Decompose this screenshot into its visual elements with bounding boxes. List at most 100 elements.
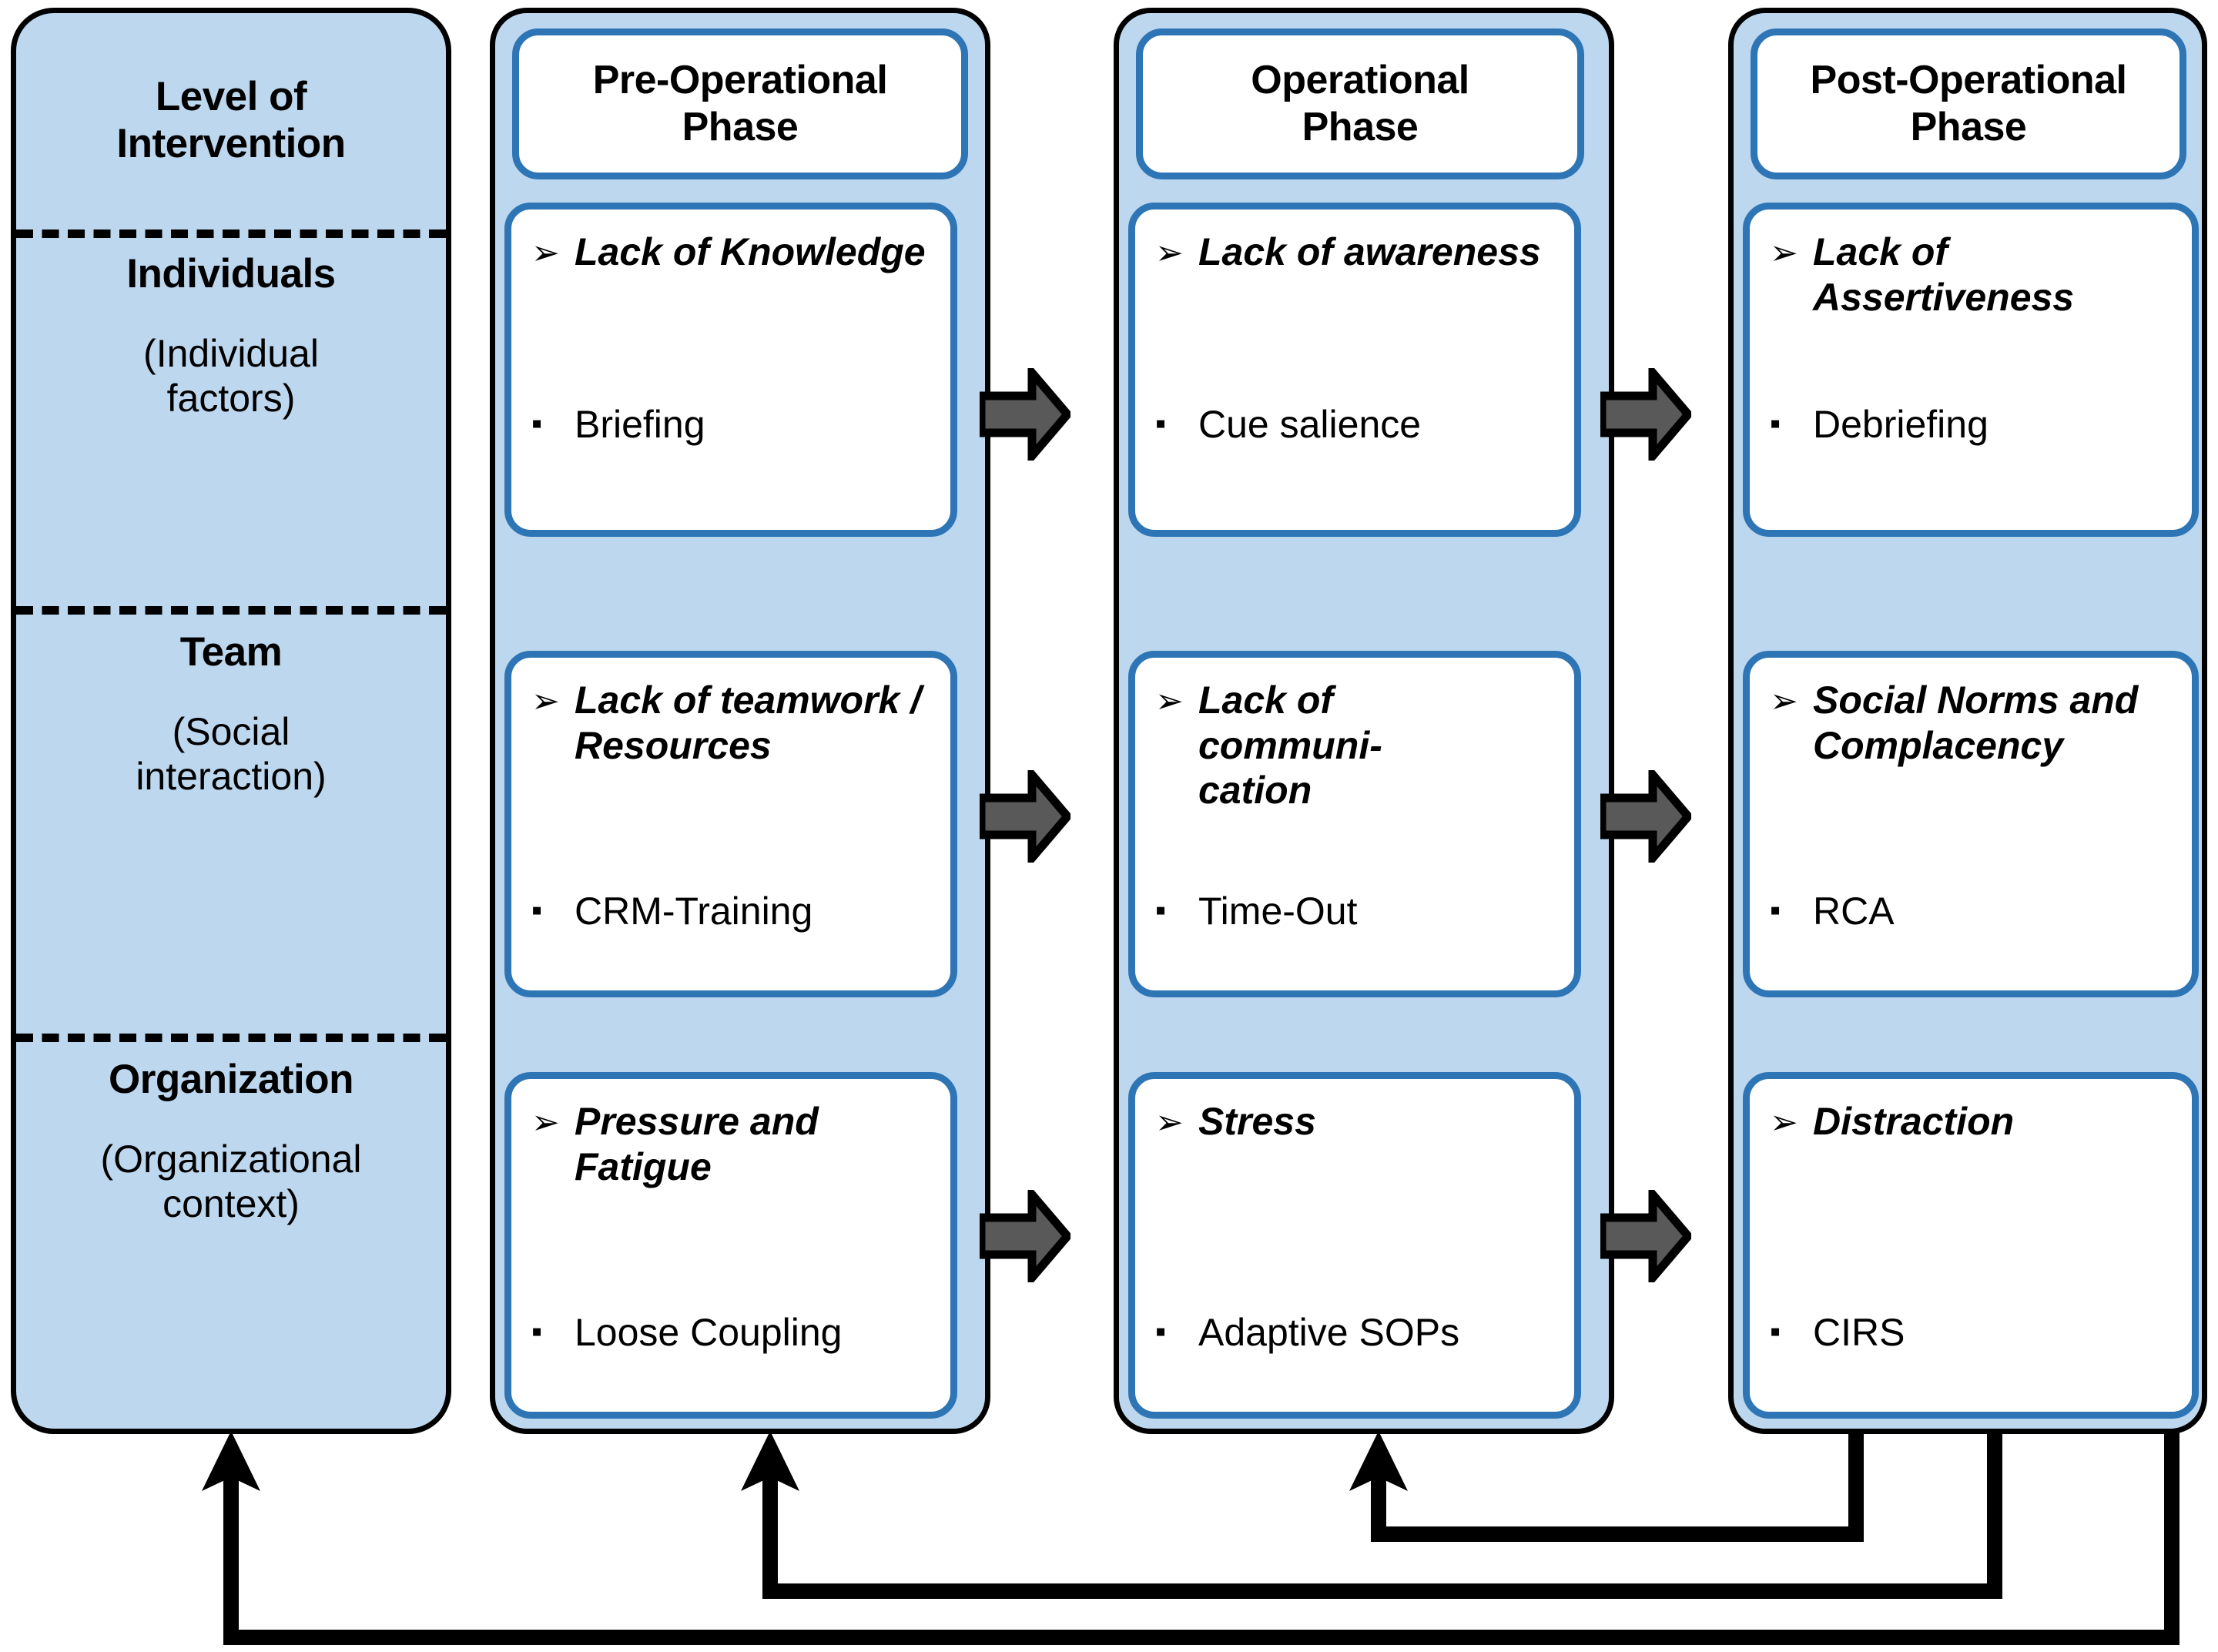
card-pre-operational-team-issue: Lack of teamwork / Resources: [575, 679, 922, 767]
issue-row: ➢ Lack of communi-cation: [1155, 678, 1557, 813]
measure-square-bullet-icon: ▪: [531, 1315, 543, 1349]
feedback-loops: [0, 1417, 2218, 1652]
measure-square-bullet-icon: ▪: [1155, 893, 1167, 927]
phase-header-pre-operational-line1: Pre-Operational: [592, 57, 888, 102]
card-pre-operational-organization-measure: Loose Coupling: [575, 1311, 843, 1354]
level-row-team-title: Team: [179, 629, 283, 675]
issue-row: ➢ Lack of awareness: [1155, 230, 1557, 275]
measure-square-bullet-icon: ▪: [1155, 407, 1167, 441]
phase-header-pre-operational: Pre-Operational Phase: [512, 28, 968, 179]
level-header-line1: Level of: [155, 73, 307, 119]
measure-square-bullet-icon: ▪: [1770, 407, 1781, 441]
flow-arrow-op-to-post-individuals: [1600, 368, 1691, 461]
issue-row: ➢ Lack of Assertiveness: [1770, 230, 2175, 320]
measure-square-bullet-icon: ▪: [531, 407, 543, 441]
issue-row: ➢ Social Norms and Complacency: [1770, 678, 2175, 768]
phase-header-operational-line2: Phase: [1302, 105, 1419, 149]
measure-row: ▪ Time-Out: [1155, 889, 1557, 934]
phase-header-post-operational-line1: Post-Operational: [1810, 57, 2127, 102]
card-post-operational-organization[interactable]: ➢ Distraction ▪ CIRS: [1743, 1072, 2199, 1419]
flow-arrow-op-to-post-team: [1600, 770, 1691, 863]
level-divider-3: [16, 1034, 446, 1042]
phase-header-post-operational: Post-Operational Phase: [1751, 28, 2186, 179]
level-header-line2: Intervention: [116, 121, 346, 166]
issue-arrow-bullet-icon: ➢: [1770, 682, 1798, 720]
card-pre-operational-team[interactable]: ➢ Lack of teamwork / Resources ▪ CRM-Tra…: [504, 651, 957, 997]
card-operational-team-measure: Time-Out: [1198, 890, 1358, 933]
issue-arrow-bullet-icon: ➢: [1155, 234, 1184, 272]
issue-arrow-bullet-icon: ➢: [1770, 1104, 1798, 1141]
measure-row: ▪ Debriefing: [1770, 402, 2175, 447]
issue-row: ➢ Lack of Knowledge: [531, 230, 933, 275]
level-row-organization: Organization (Organizational context): [16, 1037, 446, 1238]
phase-header-operational: Operational Phase: [1136, 28, 1584, 179]
level-row-individuals-sub-line2: factors): [166, 377, 296, 421]
measure-row: ▪ Adaptive SOPs: [1155, 1310, 1557, 1355]
card-operational-individuals-measure: Cue salience: [1198, 403, 1422, 446]
card-post-operational-individuals[interactable]: ➢ Lack of Assertiveness ▪ Debriefing: [1743, 203, 2199, 537]
flow-arrow-pre-to-op-individuals: [980, 368, 1070, 461]
issue-arrow-bullet-icon: ➢: [531, 682, 560, 720]
measure-row: ▪ CIRS: [1770, 1310, 2175, 1355]
flow-arrow-pre-to-op-team: [980, 770, 1070, 863]
phase-header-post-operational-line2: Phase: [1910, 105, 2027, 149]
phase-header-operational-line1: Operational: [1251, 57, 1469, 102]
card-operational-team[interactable]: ➢ Lack of communi-cation ▪ Time-Out: [1128, 651, 1581, 997]
measure-row: ▪ Cue salience: [1155, 402, 1557, 447]
card-pre-operational-individuals-measure: Briefing: [575, 403, 705, 446]
phase-lane-pre-operational: Pre-Operational Phase ➢ Lack of Knowledg…: [490, 8, 990, 1434]
card-post-operational-individuals-issue: Lack of Assertiveness: [1813, 230, 2075, 319]
issue-arrow-bullet-icon: ➢: [531, 1104, 560, 1141]
card-operational-organization-measure: Adaptive SOPs: [1198, 1311, 1460, 1354]
feedback-loop-post-to-levels: [202, 1431, 2179, 1645]
card-post-operational-organization-measure: CIRS: [1813, 1311, 1905, 1354]
card-pre-operational-individuals-issue: Lack of Knowledge: [575, 230, 926, 273]
level-row-organization-sub-line1: (Organizational: [100, 1138, 362, 1181]
card-post-operational-team-issue: Social Norms and Complacency: [1813, 679, 2139, 767]
level-divider-2: [16, 606, 446, 615]
level-row-team: Team (Social interaction): [16, 610, 446, 803]
card-post-operational-individuals-measure: Debriefing: [1813, 403, 1988, 446]
level-row-organization-title: Organization: [109, 1057, 353, 1102]
flow-arrow-op-to-post-organization: [1600, 1190, 1691, 1282]
level-row-individuals: Individuals (Individual factors): [16, 232, 446, 420]
measure-square-bullet-icon: ▪: [1770, 893, 1781, 927]
feedback-loop-post-to-pre-operational: [741, 1431, 2002, 1599]
measure-row: ▪ Briefing: [531, 402, 933, 447]
issue-row: ➢ Pressure and Fatigue: [531, 1099, 933, 1189]
feedback-loop-post-to-operational: [1349, 1431, 1864, 1542]
issue-arrow-bullet-icon: ➢: [531, 234, 560, 272]
issue-arrow-bullet-icon: ➢: [1155, 682, 1184, 720]
card-post-operational-organization-issue: Distraction: [1813, 1100, 2015, 1143]
level-row-individuals-sub-line1: (Individual: [143, 332, 319, 376]
card-pre-operational-team-measure: CRM-Training: [575, 890, 813, 933]
level-row-team-sub-line2: interaction): [136, 755, 327, 799]
card-post-operational-team[interactable]: ➢ Social Norms and Complacency ▪ RCA: [1743, 651, 2199, 997]
issue-row: ➢ Stress: [1155, 1099, 1557, 1144]
card-operational-individuals-issue: Lack of awareness: [1198, 230, 1541, 273]
level-divider-1: [16, 230, 446, 238]
phase-header-pre-operational-line2: Phase: [682, 105, 799, 149]
level-of-intervention-lane: Level of Intervention Individuals (Indiv…: [11, 8, 451, 1434]
measure-square-bullet-icon: ▪: [1770, 1315, 1781, 1349]
card-post-operational-team-measure: RCA: [1813, 890, 1895, 933]
card-operational-individuals[interactable]: ➢ Lack of awareness ▪ Cue salience: [1128, 203, 1581, 537]
card-operational-team-issue: Lack of communi-cation: [1198, 679, 1382, 812]
card-operational-organization-issue: Stress: [1198, 1100, 1316, 1143]
level-row-team-sub-line1: (Social: [172, 710, 290, 754]
card-pre-operational-organization-issue: Pressure and Fatigue: [575, 1100, 819, 1188]
level-row-organization-sub-line2: context): [162, 1182, 300, 1226]
issue-arrow-bullet-icon: ➢: [1770, 234, 1798, 272]
measure-row: ▪ CRM-Training: [531, 889, 933, 934]
card-pre-operational-organization[interactable]: ➢ Pressure and Fatigue ▪ Loose Coupling: [504, 1072, 957, 1419]
phase-lane-operational: Operational Phase ➢ Lack of awareness ▪ …: [1114, 8, 1614, 1434]
level-header-cell: Level of Intervention: [16, 13, 446, 227]
measure-square-bullet-icon: ▪: [1155, 1315, 1167, 1349]
phase-lane-post-operational: Post-Operational Phase ➢ Lack of Asserti…: [1728, 8, 2207, 1434]
measure-row: ▪ RCA: [1770, 889, 2175, 934]
card-operational-organization[interactable]: ➢ Stress ▪ Adaptive SOPs: [1128, 1072, 1581, 1419]
card-pre-operational-individuals[interactable]: ➢ Lack of Knowledge ▪ Briefing: [504, 203, 957, 537]
issue-row: ➢ Lack of teamwork / Resources: [531, 678, 933, 768]
issue-row: ➢ Distraction: [1770, 1099, 2175, 1144]
